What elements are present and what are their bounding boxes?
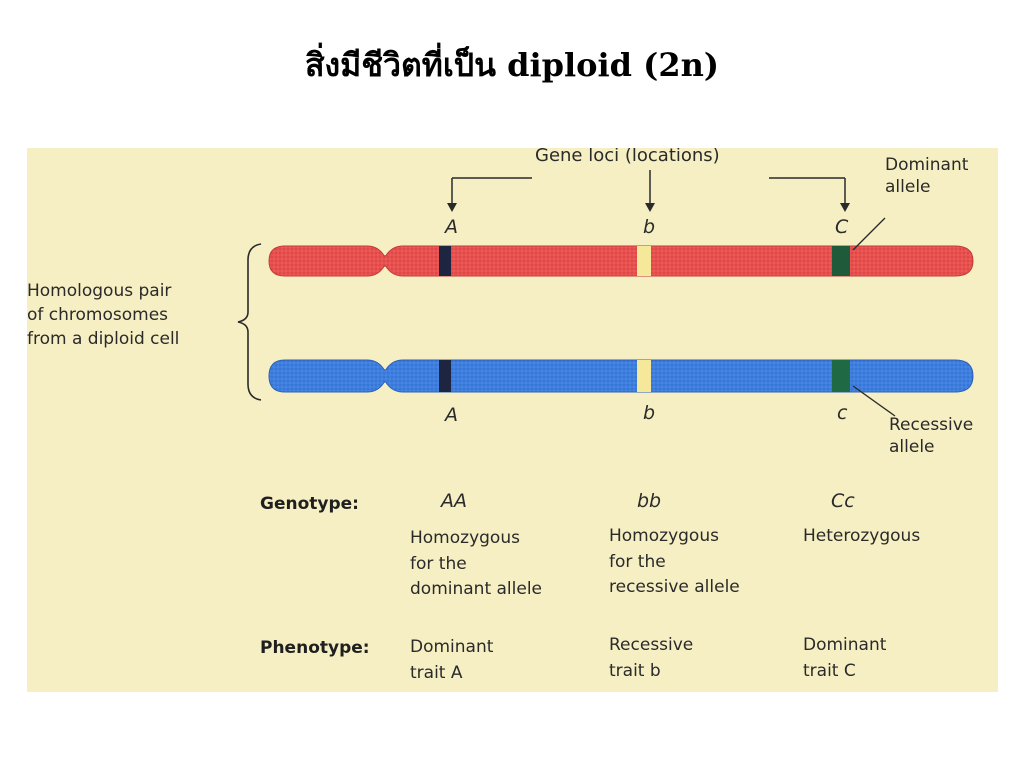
homologous-brace: [237, 243, 262, 401]
genotype-bb: bb: [637, 490, 662, 512]
recessive-allele-label: Recessive allele: [889, 415, 974, 458]
description-bb: Homozygous for the recessive allele: [609, 526, 740, 597]
phenotype-bb: Recessive trait b: [609, 635, 694, 681]
top-band-b: [637, 246, 651, 276]
recessive-pointer: [852, 385, 896, 417]
genotype-Cc: Cc: [831, 490, 855, 512]
bottom-allele-c: c: [837, 402, 848, 424]
top-chromosome: [268, 245, 974, 277]
genotype-label: Genotype:: [260, 494, 359, 514]
bottom-band-A: [439, 360, 451, 392]
bottom-allele-A: A: [445, 404, 458, 426]
top-allele-A: A: [445, 216, 458, 238]
gene-loci-label: Gene loci (locations): [535, 148, 720, 166]
genotype-AA: AA: [441, 490, 467, 512]
slide-title: สิ่งมีชีวิตที่เป็น diploid (2n): [305, 46, 719, 84]
top-band-C: [832, 246, 850, 276]
phenotype-label: Phenotype:: [260, 638, 370, 658]
dominant-allele-label: Dominant allele: [885, 155, 969, 198]
bottom-chromosome: [268, 359, 974, 393]
bottom-band-b: [637, 360, 651, 392]
diploid-figure: Gene loci (locations) Dominant allele Ho…: [27, 148, 998, 692]
chromosome-diagram: [237, 170, 974, 417]
top-allele-C: C: [835, 216, 849, 238]
dominant-pointer: [852, 217, 886, 251]
bottom-allele-b: b: [643, 402, 656, 424]
gene-loci-arrowheads: [447, 203, 850, 212]
homologous-pair-label: Homologous pair of chromosomes from a di…: [27, 281, 180, 349]
top-allele-b: b: [643, 216, 656, 238]
top-band-A: [439, 246, 451, 276]
gene-loci-arrows: [451, 170, 846, 206]
bottom-band-c: [832, 360, 850, 392]
description-AA: Homozygous for the dominant allele: [410, 528, 543, 599]
phenotype-Cc: Dominant trait C: [803, 635, 887, 681]
description-Cc: Heterozygous: [803, 526, 921, 546]
phenotype-AA: Dominant trait A: [410, 637, 494, 683]
